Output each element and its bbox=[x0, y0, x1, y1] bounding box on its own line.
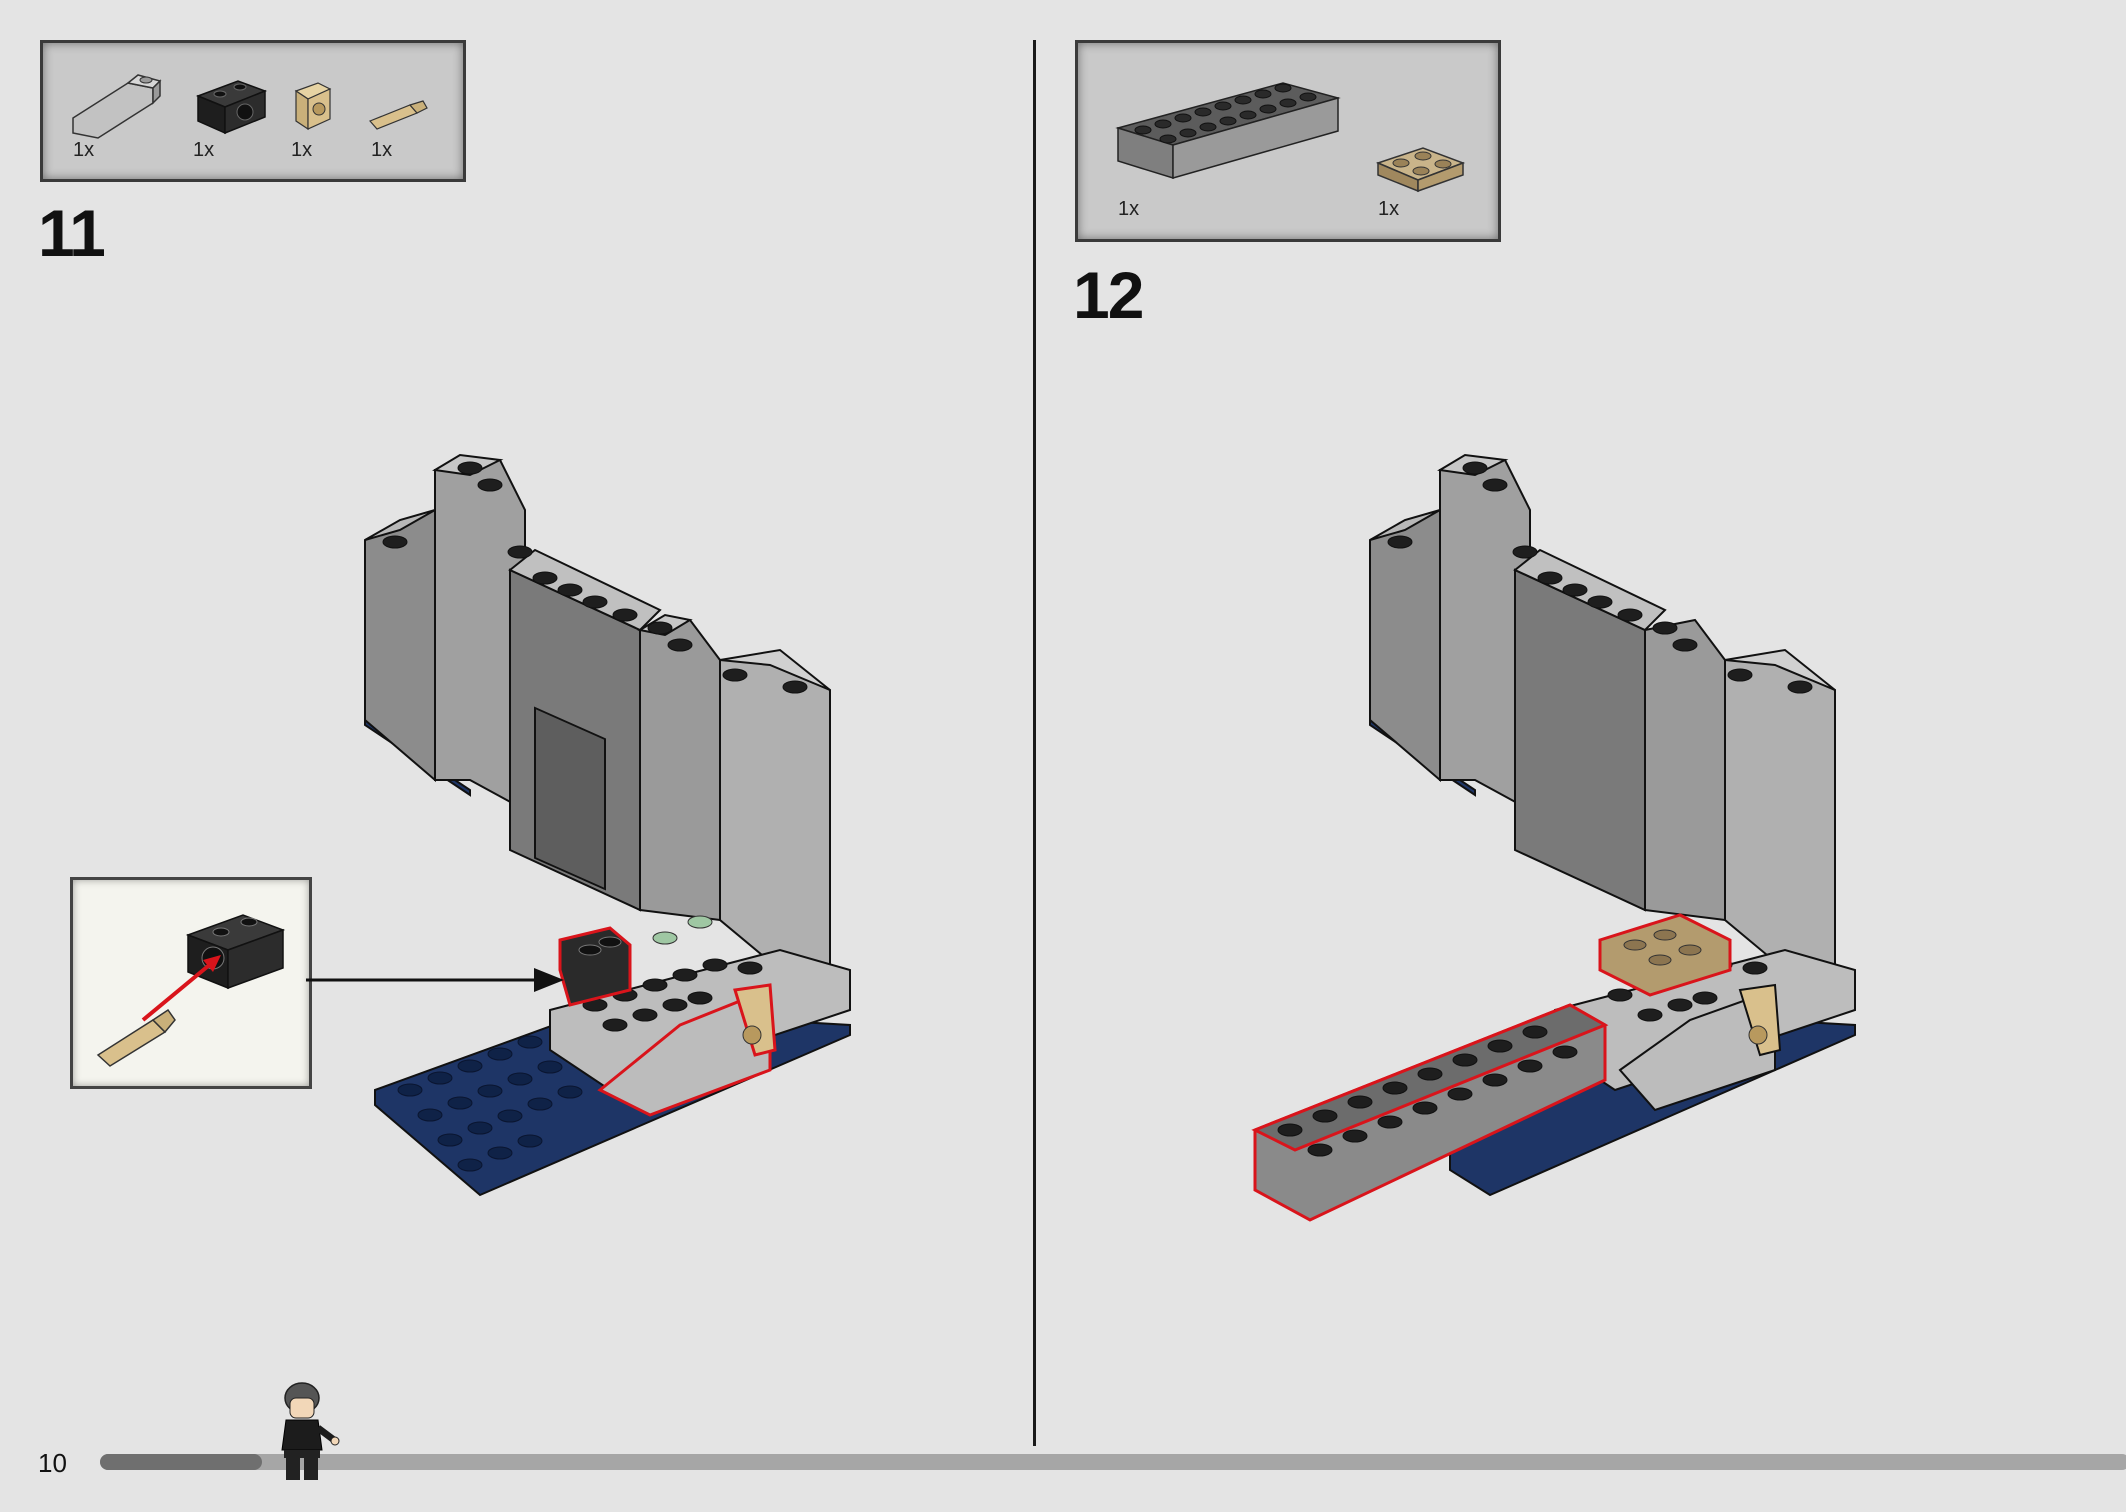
step-number: 11 bbox=[38, 196, 106, 270]
qty-label: 1x bbox=[1378, 198, 1400, 220]
step-number: 12 bbox=[1073, 258, 1144, 332]
part-slope-brick bbox=[72, 74, 162, 139]
model-step-12 bbox=[1251, 453, 1856, 1222]
qty-label: 1x bbox=[193, 139, 215, 161]
part-technic-brick bbox=[195, 80, 268, 135]
progress-bar-fill bbox=[100, 1454, 262, 1470]
insert-arrow-icon bbox=[141, 955, 221, 1022]
callout-arrow-icon bbox=[306, 968, 564, 992]
part-brick-2x8 bbox=[1115, 82, 1341, 180]
progress-bar-track bbox=[100, 1454, 2126, 1470]
sub-assembly-callout bbox=[70, 877, 312, 1089]
part-pin bbox=[368, 100, 428, 130]
qty-label: 1x bbox=[73, 139, 95, 161]
qty-label: 1x bbox=[1118, 198, 1140, 220]
part-bracket-plate bbox=[294, 82, 332, 131]
parts-box-step-11: 1x 1x 1x 1x bbox=[40, 40, 466, 182]
callout-pin bbox=[96, 1008, 176, 1067]
minifigure-icon bbox=[281, 1382, 340, 1480]
page-number: 10 bbox=[38, 1448, 67, 1478]
qty-label: 1x bbox=[371, 139, 393, 161]
model-step-11 bbox=[364, 453, 851, 1197]
step-divider bbox=[1033, 40, 1036, 1446]
qty-label: 1x bbox=[291, 139, 313, 161]
parts-box-step-12: 1x 1x bbox=[1075, 40, 1501, 242]
part-plate-2x2 bbox=[1375, 147, 1466, 193]
